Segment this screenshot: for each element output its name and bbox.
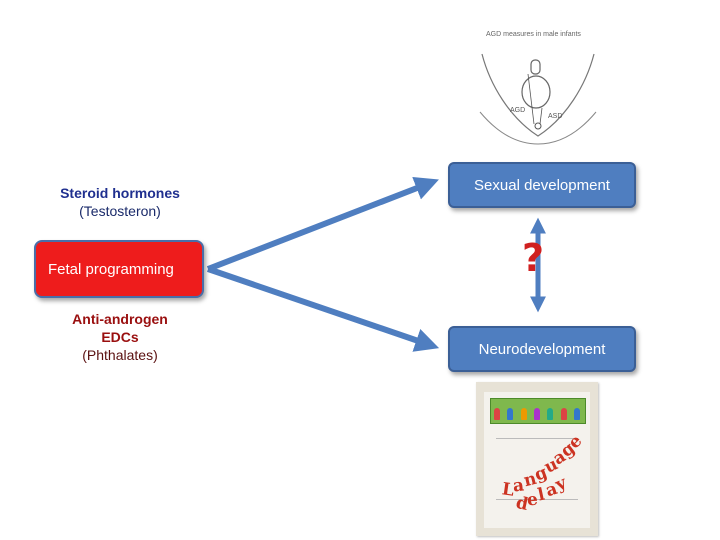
arrow-to-sexual-development xyxy=(206,177,439,272)
question-mark: ? xyxy=(522,236,545,280)
asd-measure-line xyxy=(539,107,543,125)
sexual-development-label: Sexual development xyxy=(474,176,610,194)
anti-androgen-line2: EDCs xyxy=(101,329,139,345)
kid-figure xyxy=(560,408,567,420)
agd-measure-line xyxy=(527,73,535,125)
kid-figure xyxy=(494,408,500,420)
poster-form-lines xyxy=(496,438,578,500)
anti-androgen-text: Anti-androgen EDCs (Phthalates) xyxy=(38,310,202,364)
anti-androgen-subtitle: (Phthalates) xyxy=(82,347,158,363)
kid-figure xyxy=(573,408,580,420)
fetal-programming-label: Fetal programming xyxy=(48,260,174,278)
agd-label: AGD xyxy=(510,107,525,114)
steroid-subtitle: (Testosteron) xyxy=(79,203,161,219)
agd-leg-outline xyxy=(479,111,597,145)
agd-scrotum-shape xyxy=(521,75,551,109)
kid-figure xyxy=(520,408,527,420)
agd-anus-marker xyxy=(534,122,542,130)
language-delay-poster-image: L a n g u a g e d e l a y xyxy=(476,382,598,536)
asd-label: ASD xyxy=(548,113,562,120)
arrow-to-neurodevelopment xyxy=(207,266,440,352)
agd-caption: AGD measures in male infants xyxy=(486,31,581,38)
kid-figure xyxy=(533,408,540,420)
sexual-development-box: Sexual development xyxy=(448,162,636,208)
steroid-title: Steroid hormones xyxy=(60,185,180,201)
kid-figure xyxy=(547,408,554,420)
neurodevelopment-label: Neurodevelopment xyxy=(478,340,606,358)
neurodevelopment-box: Neurodevelopment xyxy=(448,326,636,372)
poster-kids-row xyxy=(494,408,580,420)
steroid-hormones-text: Steroid hormones (Testosteron) xyxy=(28,184,212,220)
anti-androgen-line1: Anti-androgen xyxy=(72,311,168,327)
fetal-programming-box: Fetal programming xyxy=(34,240,204,298)
agd-diagram: AGD ASD xyxy=(479,53,597,145)
agd-body-outline xyxy=(481,53,595,137)
kid-figure xyxy=(507,408,514,420)
agd-penis-shape xyxy=(530,59,541,75)
